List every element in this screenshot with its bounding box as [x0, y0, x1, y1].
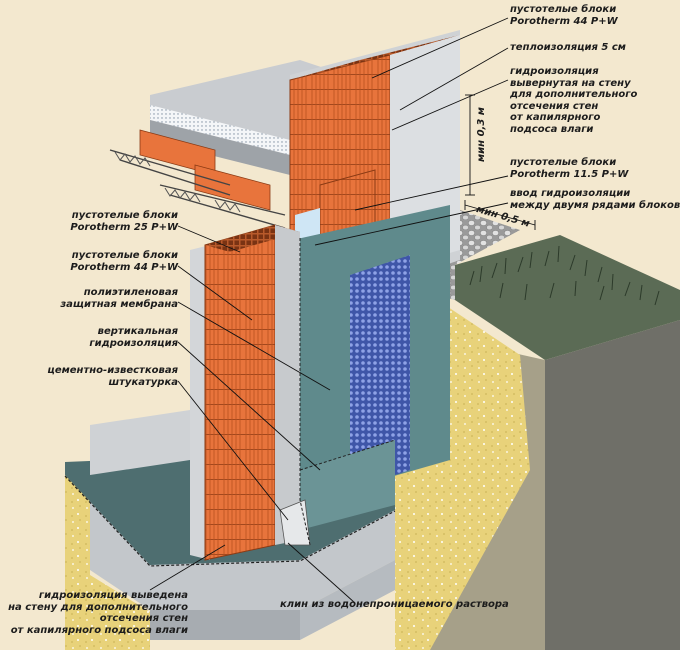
label-waterproofing-turned: гидроизоляция вывернутая на стену для до…: [510, 66, 638, 135]
soil-front-face: [545, 320, 680, 650]
label-waterproofing-between: ввод гидроизоляции между двумя рядами бл…: [510, 188, 680, 211]
label-blocks-44-top: пустотелые блоки Porotherm 44 P+W: [510, 4, 618, 27]
basement-brick-wall: [204, 224, 276, 561]
grass-top: [455, 235, 680, 360]
label-bottom-waterproofing: гидроизоляция выведена на стену для допо…: [8, 590, 188, 636]
label-blocks-115: пустотелые блоки Porotherm 11.5 P+W: [510, 157, 629, 180]
footing-front: [150, 610, 300, 640]
label-mortar-wedge: клин из водонепроницаемого раствора: [280, 599, 509, 610]
leader-lines: [149, 17, 509, 604]
footing-side: [300, 560, 395, 640]
label-membrane: полиэтиленовая защитная мембрана: [60, 287, 178, 310]
label-plaster: цементно-известковая штукатурка: [47, 365, 178, 388]
label-blocks-44-left: пустотелые блоки Porotherm 44 P+W: [70, 250, 178, 273]
mortar-wedge: [279, 499, 311, 546]
floor-beams: [109, 129, 286, 229]
label-insulation: теплоизоляция 5 см: [510, 42, 626, 53]
label-blocks-25: пустотелые блоки Porotherm 25 P+W: [70, 210, 178, 233]
label-vertical-waterproofing: вертикальная гидроизоляция: [89, 326, 178, 349]
protective-membrane: [350, 255, 410, 490]
sand-base: [65, 470, 150, 650]
dimension-min-03: мин 0,3 м: [476, 107, 487, 162]
